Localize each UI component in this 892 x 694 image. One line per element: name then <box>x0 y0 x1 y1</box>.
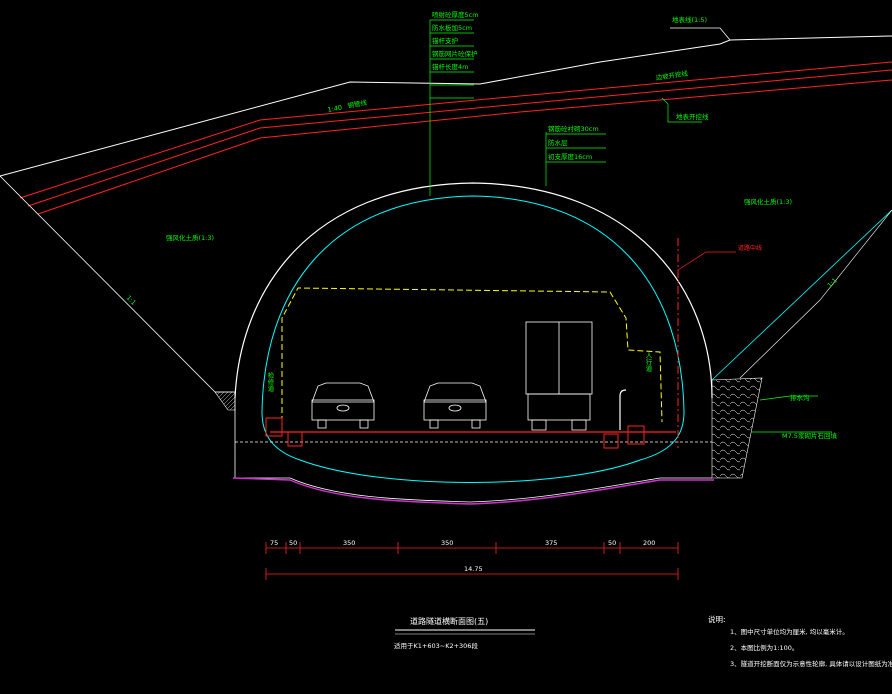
right-walkway-label: 人行道 <box>644 352 652 373</box>
clearance-envelope <box>281 287 663 423</box>
dim-total: 14.75 <box>464 565 483 573</box>
tunnel-invert-magenta <box>232 477 714 505</box>
slope-line-label: 钢管线 <box>347 98 368 110</box>
crown-label-1: 钢筋砼衬砌30cm <box>548 124 599 133</box>
dim-seg-3: 350 <box>343 539 355 547</box>
tunnel-outer-excavation <box>234 182 713 399</box>
dim-seg-6: 50 <box>608 539 616 547</box>
right-excavation-slope <box>711 209 892 381</box>
layer-label-1: 喷射砼厚度5cm <box>432 10 479 19</box>
surface-label: 地表线(1:5) <box>672 15 707 24</box>
left-excavation-slope <box>0 175 216 393</box>
right-guard-post <box>619 389 627 430</box>
left-soil-label: 强风化土质(1:3) <box>166 233 214 242</box>
crown-annotation-leaders <box>545 132 606 186</box>
car-silhouette-left <box>311 382 375 429</box>
drawing-title: 道路隧道横断面图(五) <box>410 616 488 626</box>
right-excavation-slope-white <box>739 209 892 379</box>
geology-line-1 <box>19 61 892 199</box>
note-1: 1、图中尺寸单位均为厘米, 均以毫米计。 <box>730 627 849 636</box>
left-drain-inner <box>287 431 303 447</box>
right-rubble-backfill <box>711 377 763 479</box>
tunnel-primary-lining <box>261 195 685 483</box>
left-slope-ratio: 1:1 <box>125 294 138 307</box>
right-drain-inner <box>603 433 619 449</box>
layer-label-2: 防水板加5cm <box>432 23 472 32</box>
dim-seg-4: 350 <box>441 539 453 547</box>
note-3: 3、隧道开挖断面仅为示意性轮廓, 具体请以设计图纸为准。 <box>730 659 892 668</box>
dim-seg-5: 375 <box>545 539 557 547</box>
layer-label-5: 锚杆长度4m <box>432 62 468 71</box>
notes-heading: 说明: <box>708 614 726 624</box>
tunnel-invert-outline <box>235 477 712 503</box>
left-drain <box>265 417 283 437</box>
crown-label-3: 初支厚度16cm <box>548 152 592 161</box>
centerline-leader <box>677 251 736 271</box>
right-layer-label-1: 边坡开挖线 <box>655 68 689 82</box>
drain-leader <box>759 395 818 401</box>
dimension-chain <box>265 542 679 580</box>
drain-label: 排水沟 <box>790 393 810 402</box>
crown-label-2: 防水层 <box>548 138 568 147</box>
drawing-subtitle: 适用于K1+603~K2+306段 <box>394 641 478 650</box>
dim-seg-2: 50 <box>289 539 297 547</box>
dim-seg-7: 200 <box>643 539 655 547</box>
layer-label-3: 锚杆支护 <box>432 36 458 45</box>
truck-silhouette <box>525 321 593 431</box>
right-slope-ratio: 1:1 <box>826 276 839 289</box>
dim-seg-1: 75 <box>270 539 278 547</box>
left-walkway-label: 检修道 <box>266 371 274 393</box>
geology-line-3 <box>37 79 892 215</box>
backfill-label: M7.5浆砌片石回填 <box>782 431 837 440</box>
right-drain <box>627 425 645 445</box>
right-layer-leader <box>661 97 702 123</box>
centerline-label: 道路中线 <box>738 244 762 252</box>
car-silhouette-middle <box>423 382 487 429</box>
left-rubble-backfill <box>214 391 236 411</box>
right-soil-label: 强风化土质(1:3) <box>744 197 792 206</box>
ground-surface-tail <box>670 27 731 41</box>
slope-ratio-label: 1:40 <box>327 104 343 114</box>
geology-line-2 <box>27 69 892 207</box>
right-layer-label-2: 地表开挖线 <box>676 112 709 121</box>
note-2: 2、本图比例为1:100。 <box>730 643 798 652</box>
top-annotation-leaders <box>429 19 474 196</box>
layer-label-4: 钢筋网片砼保护 <box>432 49 478 58</box>
